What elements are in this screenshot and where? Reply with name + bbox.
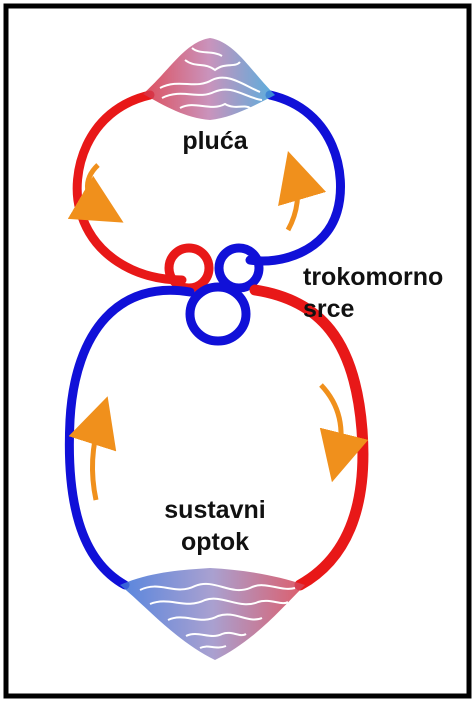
lungs-label: pluća <box>150 126 280 156</box>
pulmonary-loop-left-vessel <box>77 95 182 280</box>
flow-arrow-pulmonary-right <box>288 175 298 230</box>
heart-label-line1: trokomorno <box>303 262 443 292</box>
flow-arrow-systemic-right <box>321 385 341 458</box>
flow-arrow-pulmonary-left <box>87 165 102 210</box>
systemic-capillary-bed <box>120 568 305 660</box>
heart-ventricle <box>190 287 246 341</box>
systemic-label-line2: optok <box>145 527 285 557</box>
flow-arrow-systemic-left <box>93 420 100 500</box>
heart-atrium-left <box>169 248 209 288</box>
heart-atrium-right <box>219 248 259 288</box>
lung-capillary-bed <box>143 38 275 120</box>
systemic-label-line1: sustavni <box>145 495 285 525</box>
heart-label-line2: srce <box>303 294 354 324</box>
